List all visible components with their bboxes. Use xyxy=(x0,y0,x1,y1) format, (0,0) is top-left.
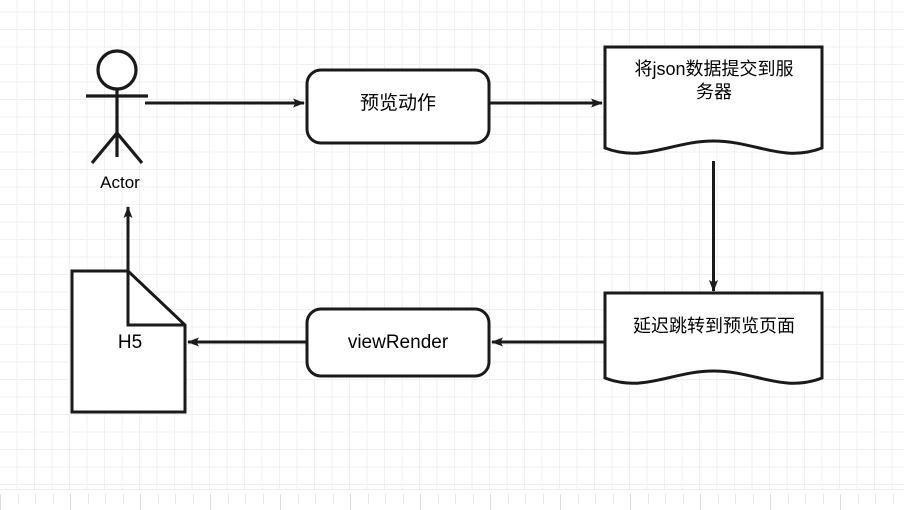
node-actor[interactable] xyxy=(86,49,148,165)
ruler-tick xyxy=(438,494,439,504)
ruler-tick xyxy=(298,494,299,504)
node-preview-action[interactable] xyxy=(305,68,491,145)
ruler-tick xyxy=(228,494,229,504)
ruler-tick xyxy=(158,494,159,504)
ruler-tick xyxy=(245,494,246,504)
h5-page-fold-icon xyxy=(126,271,185,327)
node-delay-redirect[interactable] xyxy=(603,291,824,385)
ruler-tick xyxy=(263,494,264,504)
ruler-tick xyxy=(473,494,474,504)
ruler-tick xyxy=(578,494,579,504)
ruler-tick xyxy=(508,494,509,504)
ruler-tick xyxy=(805,494,806,504)
ruler-tick xyxy=(858,494,859,504)
actor-right-leg-icon xyxy=(115,131,144,165)
ruler-tick xyxy=(683,494,684,504)
ruler-tick xyxy=(735,494,736,504)
ruler-tick xyxy=(823,494,824,504)
ruler-tick xyxy=(123,494,124,504)
ruler-tick xyxy=(280,494,281,510)
ruler-tick xyxy=(385,494,386,504)
ruler-tick xyxy=(840,494,841,510)
ruler-tick xyxy=(753,494,754,504)
bottom-ruler xyxy=(0,489,904,510)
node-view-render[interactable] xyxy=(305,307,491,378)
ruler-tick xyxy=(665,494,666,504)
ruler-tick xyxy=(193,494,194,504)
ruler-tick xyxy=(175,494,176,504)
h5-page-body xyxy=(70,269,187,414)
node-h5-page[interactable] xyxy=(70,269,187,414)
actor-left-leg-icon xyxy=(90,131,119,165)
ruler-tick xyxy=(718,494,719,504)
ruler-tick xyxy=(543,494,544,504)
ruler-tick xyxy=(70,494,71,510)
ruler-tick xyxy=(490,494,491,510)
ruler-tick xyxy=(613,494,614,504)
ruler-tick xyxy=(368,494,369,504)
ruler-tick xyxy=(595,494,596,504)
ruler-tick xyxy=(53,494,54,504)
ruler-tick xyxy=(455,494,456,504)
ruler-tick xyxy=(788,494,789,504)
ruler-tick xyxy=(630,494,631,510)
ruler-tick xyxy=(875,494,876,504)
ruler-tick xyxy=(105,494,106,504)
actor-head-icon xyxy=(96,49,138,91)
ruler-tick xyxy=(210,494,211,510)
ruler-tick xyxy=(18,494,19,504)
ruler-tick xyxy=(893,494,894,504)
ruler-tick xyxy=(333,494,334,504)
ruler-tick xyxy=(700,494,701,510)
ruler-tick xyxy=(88,494,89,504)
ruler-tick xyxy=(403,494,404,504)
ruler-tick xyxy=(770,494,771,510)
ruler-tick xyxy=(420,494,421,510)
ruler-tick xyxy=(35,494,36,504)
ruler-tick xyxy=(140,494,141,510)
ruler-tick xyxy=(350,494,351,510)
ruler-tick xyxy=(560,494,561,510)
ruler-tick xyxy=(648,494,649,504)
ruler-tick xyxy=(525,494,526,504)
ruler-tick xyxy=(0,494,1,510)
node-submit-json[interactable] xyxy=(603,45,824,155)
ruler-tick xyxy=(315,494,316,504)
